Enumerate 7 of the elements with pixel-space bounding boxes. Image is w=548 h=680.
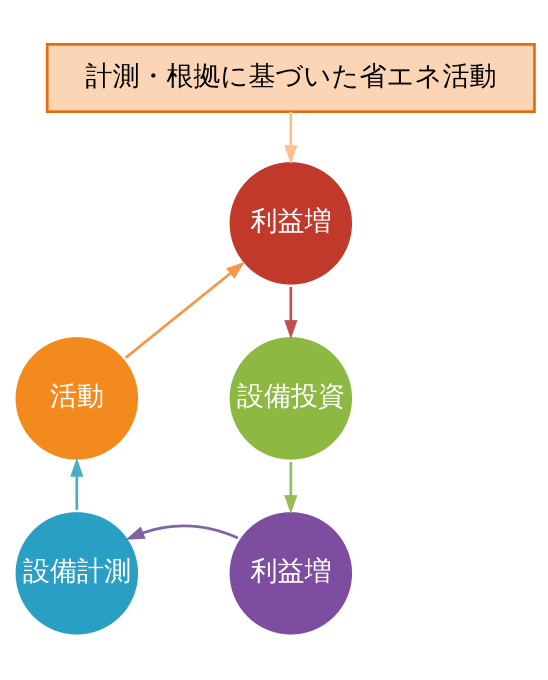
arrow <box>124 261 245 358</box>
arrow <box>284 111 298 164</box>
arrow <box>284 286 298 338</box>
arrow <box>284 461 298 514</box>
node-box: 計測・根拠に基づいた省エネ活動 <box>46 42 536 113</box>
arrow <box>70 457 84 510</box>
arrow <box>126 524 238 540</box>
